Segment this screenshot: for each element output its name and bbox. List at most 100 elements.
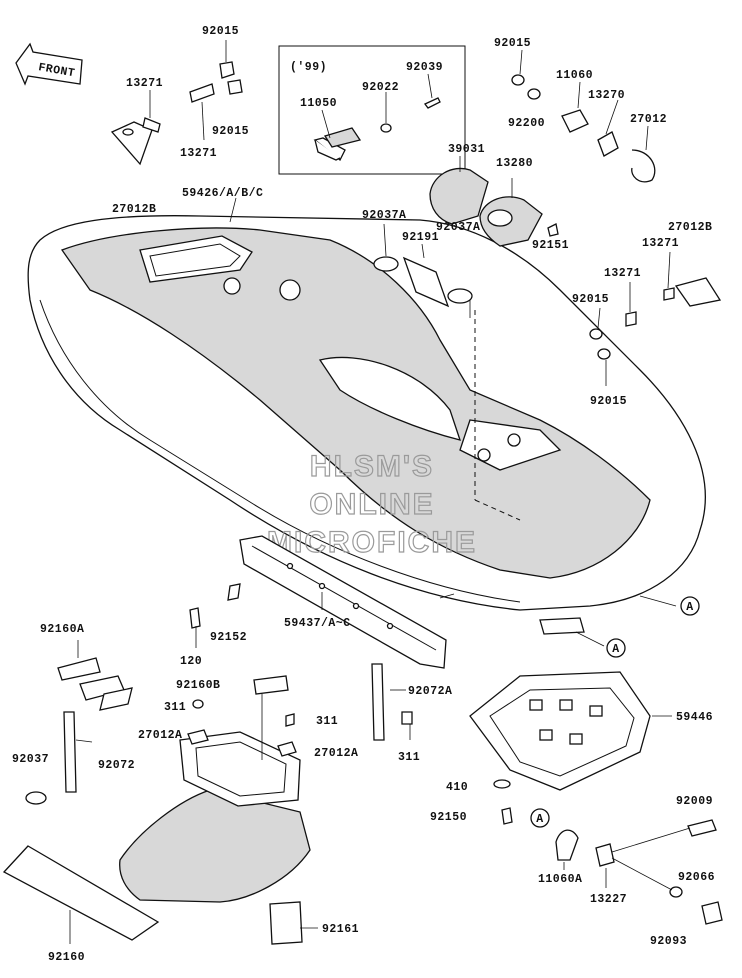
- callout-92039: 92039: [406, 61, 443, 74]
- plug-13227: [595, 843, 615, 867]
- hull-59426: [27, 197, 706, 635]
- plate-13271-right-b: [625, 311, 637, 327]
- callout-13271-b: 13271: [180, 147, 217, 160]
- cover-27012B-right: [674, 277, 722, 307]
- callout-92037A-a: 92037A: [362, 209, 406, 222]
- callout-27012A-b: 27012A: [314, 747, 358, 760]
- clamp-92037: [25, 791, 47, 805]
- hose-92191: [402, 256, 450, 308]
- bracket-27012A-b: [277, 741, 297, 757]
- callout-27012A-a: 27012A: [138, 729, 182, 742]
- ref-a3: A: [536, 813, 543, 826]
- decal-92161: [269, 901, 303, 945]
- callout-59437: 59437/A~C: [284, 617, 351, 630]
- washer-92200: [527, 88, 541, 100]
- footwell: [318, 356, 461, 441]
- ref-a2: A: [612, 643, 619, 656]
- callout-11060A: 11060A: [538, 873, 582, 886]
- nut-92015-right: [511, 74, 525, 86]
- front-label: FRONT: [37, 61, 76, 80]
- decal-92160A-1: [57, 657, 101, 681]
- callout-92015-top: 92015: [202, 25, 239, 38]
- callout-92015-e: 92015: [590, 395, 627, 408]
- callout-92022: 92022: [362, 81, 399, 94]
- cap-11060A: [555, 829, 579, 861]
- callout-92015-d: 92015: [572, 293, 609, 306]
- callout-27012B-b: 27012B: [668, 221, 712, 234]
- storage-tray: [119, 663, 413, 945]
- nut-92015: [219, 61, 235, 79]
- callout-59446: 59446: [676, 711, 713, 724]
- callout-39031: 39031: [448, 143, 485, 156]
- clamp-92037A-lower: [447, 288, 473, 304]
- bolt-311-b: [285, 713, 295, 727]
- clamp-92037A-upper: [373, 256, 399, 272]
- washer-410: [493, 779, 511, 789]
- callout-311-c: 311: [398, 751, 420, 764]
- ref-a1: A: [686, 601, 693, 614]
- inset-washer: [380, 123, 392, 133]
- decal-92160B: [253, 675, 289, 695]
- plate-13271-right-a: [663, 287, 675, 301]
- callout-92072: 92072: [98, 759, 135, 772]
- nut-92015-right-a: [589, 328, 603, 340]
- callout-92015-c: 92015: [494, 37, 531, 50]
- callout-311-b: 311: [316, 715, 338, 728]
- skid-plate-59446: [469, 671, 672, 825]
- hose-parts: [373, 223, 473, 308]
- callout-11050: 11050: [300, 97, 337, 110]
- callout-13271-a: 13271: [126, 77, 163, 90]
- callout-92093: 92093: [650, 935, 687, 948]
- tray-body: [179, 731, 301, 807]
- callout-92200: 92200: [508, 117, 545, 130]
- top-left-parts: [110, 40, 243, 166]
- bolt-92009: [687, 819, 717, 837]
- right-upper-parts: [429, 49, 656, 247]
- callout-92191: 92191: [402, 231, 439, 244]
- watermark-line-1: HLSM'S: [310, 450, 434, 483]
- washer-92093: [669, 886, 683, 898]
- leader-lines: [390, 300, 677, 740]
- callout-13280: 13280: [496, 157, 533, 170]
- callout-27012B-a: 27012B: [112, 203, 156, 216]
- watermark-line-3: MICROFICHE: [267, 526, 477, 559]
- vent-39031: [429, 167, 489, 225]
- callout-92151: 92151: [532, 239, 569, 252]
- callout-92066: 92066: [678, 871, 715, 884]
- strap-92072: [63, 711, 77, 793]
- callout-59426: 59426/A/B/C: [182, 187, 263, 200]
- bottom-right-parts: [555, 819, 723, 925]
- drain-92066: [701, 901, 723, 925]
- hatch-opening: [139, 235, 253, 283]
- callout-13227: 13227: [590, 893, 627, 906]
- callout-410: 410: [446, 781, 468, 794]
- callout-27012: 27012: [630, 113, 667, 126]
- callout-92009: 92009: [676, 795, 713, 808]
- inset-year-label: ('99): [290, 61, 327, 74]
- plate-13270: [597, 131, 619, 157]
- callout-13270: 13270: [588, 89, 625, 102]
- inset-screw: [423, 97, 441, 109]
- bolt-120: [189, 607, 201, 629]
- callout-92160A: 92160A: [40, 623, 84, 636]
- nut-311-a: [192, 699, 204, 709]
- front-arrow: FRONT: [15, 42, 83, 86]
- watermark: HLSM'S ONLINE MICROFICHE: [266, 449, 477, 559]
- decal-92160: [2, 845, 160, 941]
- callout-92072A: 92072A: [408, 685, 452, 698]
- callout-92037: 92037: [12, 753, 49, 766]
- cap-11060: [561, 109, 589, 133]
- screw-92151: [547, 223, 559, 237]
- ref-circle-a1: [680, 596, 700, 616]
- watermark-line-2: ONLINE: [309, 488, 434, 521]
- right-mid-parts: [589, 251, 722, 386]
- callout-11060: 11060: [556, 69, 593, 82]
- strap-92072A: [371, 663, 385, 741]
- ref-markers: A A A: [530, 596, 700, 828]
- callout-92160B: 92160B: [176, 679, 220, 692]
- bolt-92152: [227, 583, 241, 601]
- inset-99: ('99): [278, 45, 466, 175]
- left-lower-parts: [2, 640, 160, 944]
- ref-circle-a3: [530, 808, 550, 828]
